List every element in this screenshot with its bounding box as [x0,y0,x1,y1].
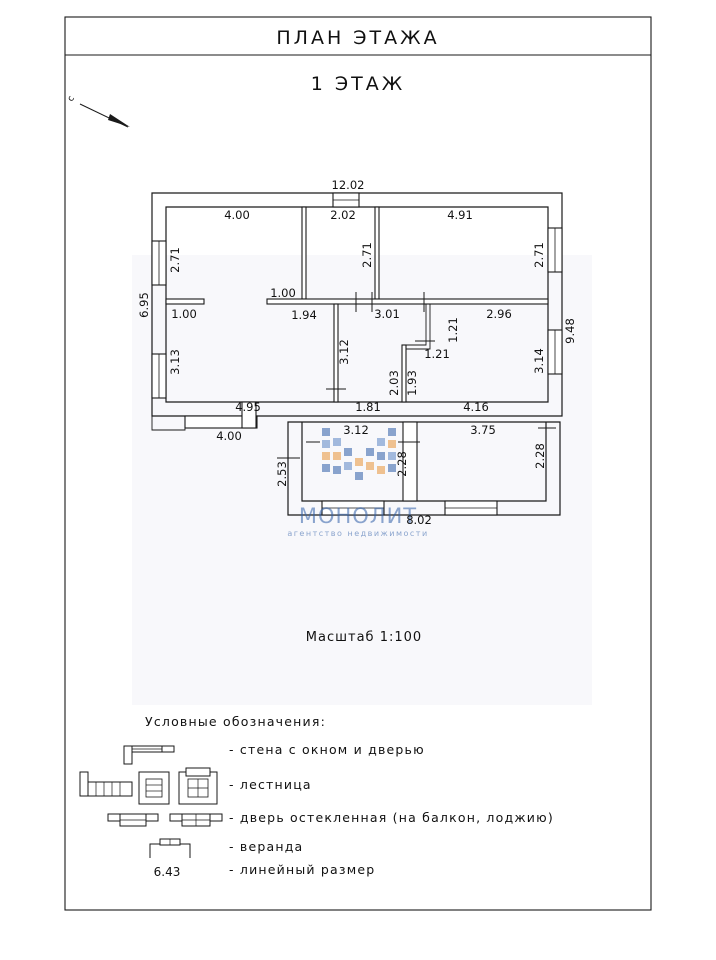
dimension-labels: 12.02 4.00 2.02 4.91 2.71 2.71 2.71 6.95… [137,178,577,527]
lower-block-walls [277,421,561,516]
watermark-name: МОНОЛИТ [299,504,417,528]
dim-room5-bottom: 4.16 [463,400,489,414]
legend: Условные обозначения: - стена с окном и … [79,714,554,879]
dim-hall-width: 3.01 [374,307,400,321]
veranda-icon [149,838,191,858]
dim-overall-width: 12.02 [332,178,365,192]
legend-dimension-value: 6.43 [154,865,181,879]
page-title: ПЛАН ЭТАЖА [276,27,439,49]
dim-room6-width: 3.75 [470,423,496,437]
dim-room2-height: 2.71 [360,242,374,268]
dim-room6-height: 2.28 [533,443,547,469]
legend-heading: Условные обозначения: [145,714,326,729]
watermark-logo: МОНОЛИТ агентство недвижимости [287,428,428,538]
dim-room3-width: 4.91 [447,208,473,222]
house-walls [151,192,563,431]
legend-label-glazed-door: - дверь остекленная (на балкон, лоджию) [229,810,554,825]
dim-closet-w: 1.21 [446,317,460,343]
floor-label: 1 ЭТАЖ [311,73,405,95]
dim-room4-width: 4.95 [235,400,261,414]
legend-label-veranda: - веранда [229,839,303,854]
legend-label-wall: - стена с окном и дверью [229,742,425,757]
north-arrow-icon: с [66,94,130,128]
dim-room5-width: 2.96 [486,307,512,321]
dim-bath-h2: 1.93 [405,370,419,396]
dim-partition-c: 1.94 [291,308,317,322]
dim-bath-h1: 2.03 [387,370,401,396]
glazed-door-icon [107,813,223,827]
dim-veranda-width: 3.12 [343,423,369,437]
dim-partition-b: 1.00 [171,307,197,321]
dim-room2-width: 2.02 [330,208,356,222]
wall-window-door-icon [123,745,175,765]
dim-overall-depth-left: 6.95 [137,292,151,318]
scale-label: Масштаб 1:100 [306,630,422,645]
dim-partition-a: 1.00 [270,286,296,300]
stair-icon [79,767,218,805]
watermark-subtitle: агентство недвижимости [287,529,428,538]
legend-label-stairs: - лестница [229,777,312,792]
north-label: с [66,94,77,103]
dim-room1-height: 2.71 [168,247,182,273]
dim-veranda-inner-h: 2.28 [395,451,409,477]
dim-veranda-height: 2.53 [275,461,289,487]
dim-porch-width: 4.00 [216,429,242,443]
legend-label-dimension: - линейный размер [229,862,375,877]
page-frame [64,16,652,911]
dim-hall-bottom: 1.81 [355,400,381,414]
dim-lower-block-width: 8.02 [406,513,432,527]
watermark-grid-icon [322,428,396,480]
dim-room3-height: 2.71 [532,242,546,268]
dim-room5-height: 3.14 [532,348,546,374]
dim-room4-height: 3.13 [168,349,182,375]
dim-closet-h: 1.21 [424,347,450,361]
dim-hall-height: 3.12 [337,339,351,365]
dim-room1-width: 4.00 [224,208,250,222]
dim-overall-depth-right: 9.48 [563,318,577,344]
